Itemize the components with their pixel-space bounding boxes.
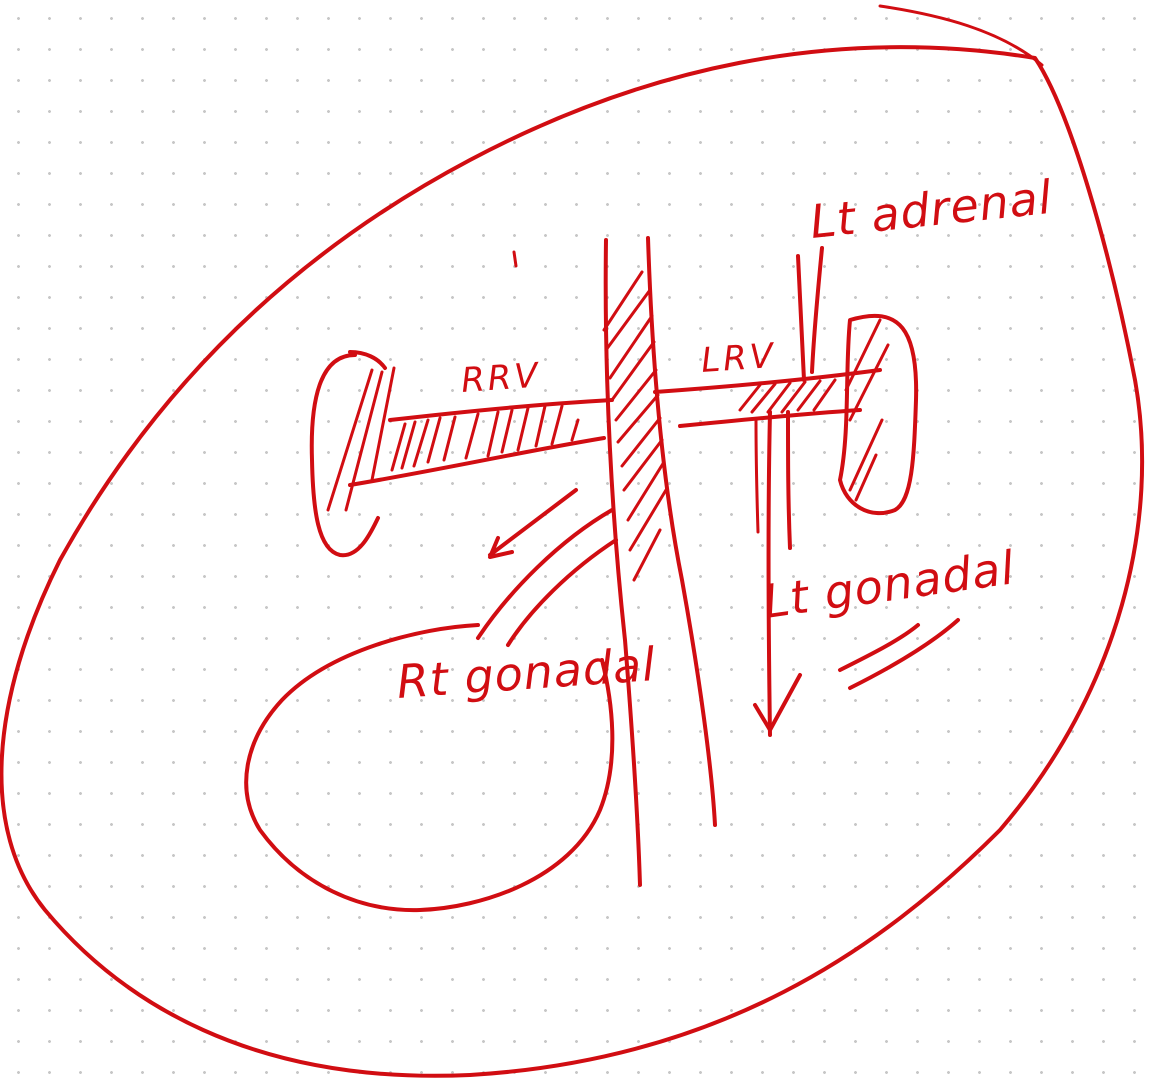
rrv-upper-wall <box>390 400 612 420</box>
left-gonadal-vein-3 <box>756 420 758 532</box>
label-lrv: LRV <box>700 336 777 381</box>
left-adrenal-vein-1 <box>798 256 804 380</box>
left-adrenal-vein-2 <box>812 248 822 372</box>
label-rt-gonadal: Rt gonadal <box>395 637 658 709</box>
stray-mark <box>514 252 516 266</box>
ivc-left-wall <box>606 240 640 885</box>
right-gonadal-vein-2 <box>508 540 616 645</box>
lt-gonadal-underline-1 <box>840 625 918 670</box>
rrv-lower-wall <box>350 438 604 485</box>
ink-layer: Lt adrenal RRV LRV Rt gonadal Lt gonadal <box>1 6 1142 1076</box>
left-gonadal-vein-2 <box>788 412 790 548</box>
right-kidney-hatching <box>328 368 394 510</box>
label-lt-gonadal: Lt gonadal <box>760 540 1018 629</box>
label-lt-adrenal: Lt adrenal <box>808 170 1055 249</box>
label-rrv: RRV <box>460 356 542 401</box>
right-gonadal-arrow <box>490 490 576 557</box>
left-gonadal-arrowhead <box>755 675 800 730</box>
lt-gonadal-underline-2 <box>850 620 958 688</box>
right-gonadal-vein-1 <box>478 510 612 638</box>
